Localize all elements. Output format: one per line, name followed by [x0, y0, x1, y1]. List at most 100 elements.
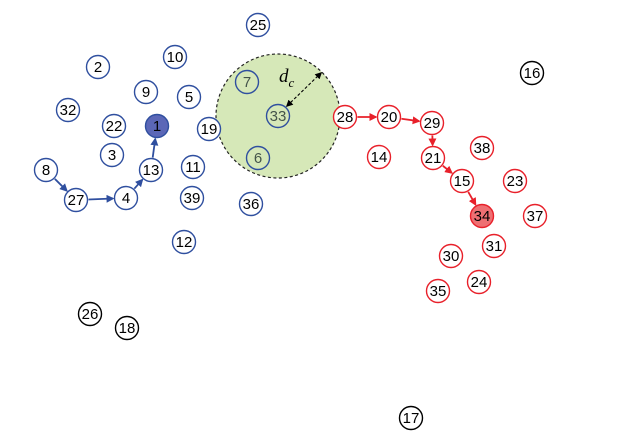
node-label: 9 [142, 84, 150, 101]
node-label: 5 [185, 89, 193, 106]
node-label: 24 [471, 274, 488, 291]
node-23: 23 [502, 168, 528, 194]
node-19: 19 [196, 116, 222, 142]
node-label: 28 [337, 109, 354, 126]
node-label: 3 [108, 147, 116, 164]
node-8: 8 [33, 157, 59, 183]
node-11: 11 [180, 154, 206, 180]
node-label: 35 [430, 283, 447, 300]
node-circle [101, 113, 127, 139]
node-circle [85, 54, 111, 80]
node-6: 6 [245, 145, 271, 171]
node-9: 9 [133, 79, 159, 105]
node-20: 20 [376, 104, 402, 130]
node-label: 34 [474, 208, 491, 225]
node-label: 22 [106, 118, 123, 135]
node-16: 16 [519, 60, 545, 86]
node-37: 37 [522, 203, 548, 229]
node-label: 23 [507, 173, 524, 190]
node-18: 18 [114, 315, 140, 341]
node-label: 14 [371, 149, 388, 166]
node-label: 36 [243, 196, 260, 213]
node-circle [376, 104, 402, 130]
node-label: 32 [60, 102, 77, 119]
node-27: 27 [63, 187, 89, 213]
node-label: 37 [527, 208, 544, 225]
node-35: 35 [425, 278, 451, 304]
node-25: 25 [245, 12, 271, 38]
node-label: 1 [153, 118, 161, 135]
node-circle [113, 185, 139, 211]
arrow-21-to-15 [442, 165, 453, 174]
node-31: 31 [481, 233, 507, 259]
node-5: 5 [176, 84, 202, 110]
node-circle [180, 154, 206, 180]
node-circle [238, 191, 264, 217]
node-circle [502, 168, 528, 194]
node-label: 29 [424, 115, 441, 132]
node-label: 27 [68, 192, 85, 209]
node-circle [332, 104, 358, 130]
node-circle [419, 110, 445, 136]
node-label: 25 [250, 17, 267, 34]
arrow-15-to-34 [467, 191, 477, 207]
node-4: 4 [113, 185, 139, 211]
node-circle [265, 103, 291, 129]
node-circle [438, 243, 464, 269]
node-label: 30 [443, 248, 460, 265]
node-circle [179, 185, 205, 211]
node-label: 6 [254, 150, 262, 167]
node-21: 21 [420, 145, 446, 171]
radius-dimension-arrow [285, 71, 323, 108]
node-label: 7 [243, 74, 251, 91]
node-29: 29 [419, 110, 445, 136]
node-circle [176, 84, 202, 110]
node-14: 14 [366, 144, 392, 170]
node-label: 38 [474, 140, 491, 157]
node-label: 19 [201, 121, 218, 138]
node-circle [114, 315, 140, 341]
node-7: 7 [234, 69, 260, 95]
node-circle [77, 301, 103, 327]
node-circle [522, 203, 548, 229]
node-circle [55, 97, 81, 123]
node-circle [33, 157, 59, 183]
arrow-27-to-4 [88, 194, 115, 203]
arrow-8-to-27 [54, 178, 68, 192]
node-38: 38 [469, 135, 495, 161]
node-circle [63, 187, 89, 213]
node-2: 2 [85, 54, 111, 80]
node-circle [171, 229, 197, 255]
node-34: 34 [469, 203, 495, 229]
node-24: 24 [466, 269, 492, 295]
node-label: 15 [454, 173, 471, 190]
node-circle [138, 157, 164, 183]
node-label: 20 [381, 109, 398, 126]
node-label: 33 [270, 108, 287, 125]
radius-label-main: d [279, 66, 289, 87]
radius-label-sub: c [289, 75, 295, 90]
node-label: 13 [143, 162, 160, 179]
node-15: 15 [449, 168, 475, 194]
node-circle [469, 203, 495, 229]
node-label: 10 [167, 49, 184, 66]
node-1: 1 [144, 113, 170, 139]
node-label: 2 [94, 59, 102, 76]
node-circle [469, 135, 495, 161]
node-label: 8 [42, 162, 50, 179]
node-36: 36 [238, 191, 264, 217]
node-circle [420, 145, 446, 171]
arrow-13-to-1 [150, 137, 159, 158]
node-33: 33 [265, 103, 291, 129]
node-10: 10 [162, 44, 188, 70]
node-label: 17 [403, 410, 420, 427]
node-label: 18 [119, 320, 136, 337]
node-17: 17 [398, 405, 424, 431]
node-circle [425, 278, 451, 304]
node-3: 3 [99, 142, 125, 168]
node-circle [144, 113, 170, 139]
path-arrows [54, 113, 477, 207]
node-28: 28 [332, 104, 358, 130]
node-label: 16 [524, 65, 541, 82]
